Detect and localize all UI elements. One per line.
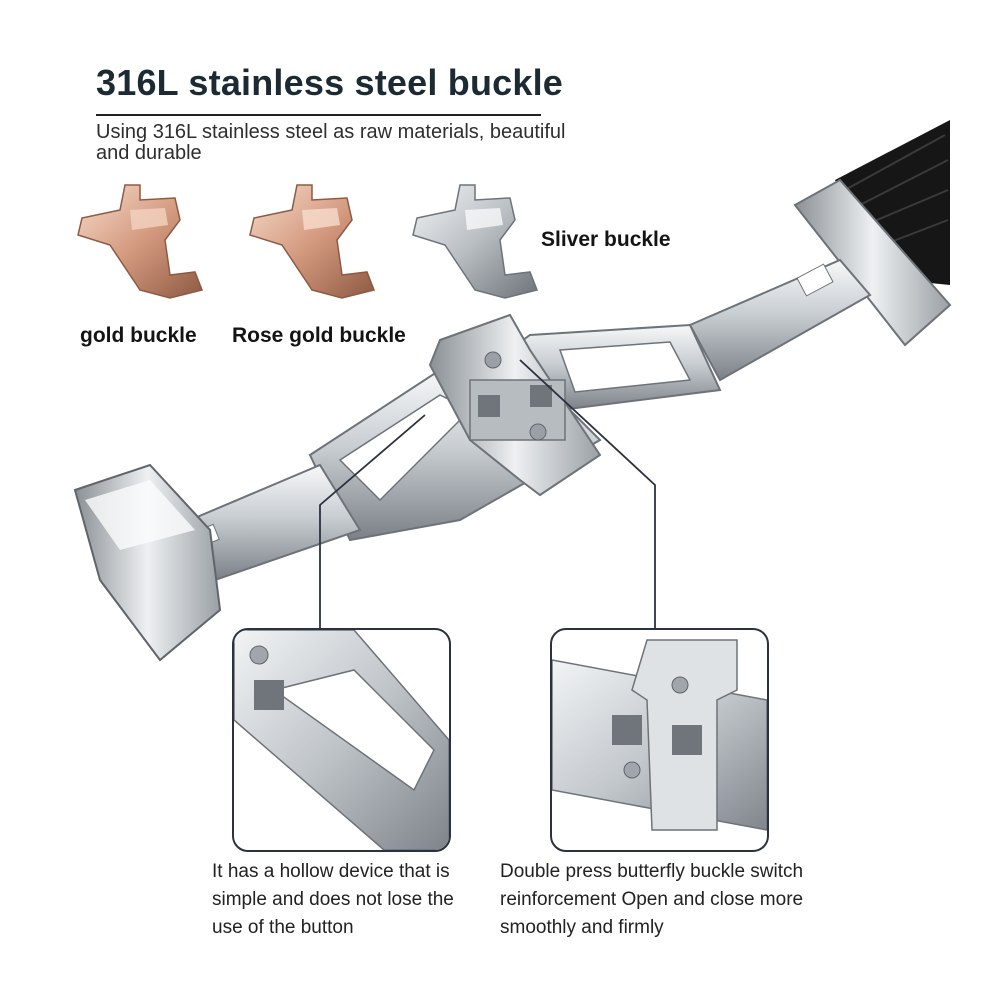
rose-gold-buckle-image <box>249 184 376 299</box>
butterfly-clasp-image <box>73 120 952 662</box>
gold-buckle-image <box>77 184 204 299</box>
butterfly-switch-detail-image <box>552 639 767 831</box>
hollow-device-detail <box>232 628 451 852</box>
rose-gold-buckle-label: Rose gold buckle <box>232 324 406 347</box>
silver-buckle-label: Sliver buckle <box>541 228 671 251</box>
page-title: 316L stainless steel buckle <box>96 62 564 103</box>
gold-buckle-label: gold buckle <box>80 324 197 347</box>
title-underline <box>96 114 541 116</box>
hollow-device-detail-image <box>234 630 449 850</box>
butterfly-switch-caption: Double press butterfly buckle switch rei… <box>500 861 804 938</box>
page-subtitle: Using 316L stainless steel as raw materi… <box>96 121 566 164</box>
silver-buckle-image <box>412 184 539 299</box>
hollow-device-caption: It has a hollow device that is simple an… <box>212 861 454 938</box>
butterfly-switch-detail <box>550 628 769 852</box>
